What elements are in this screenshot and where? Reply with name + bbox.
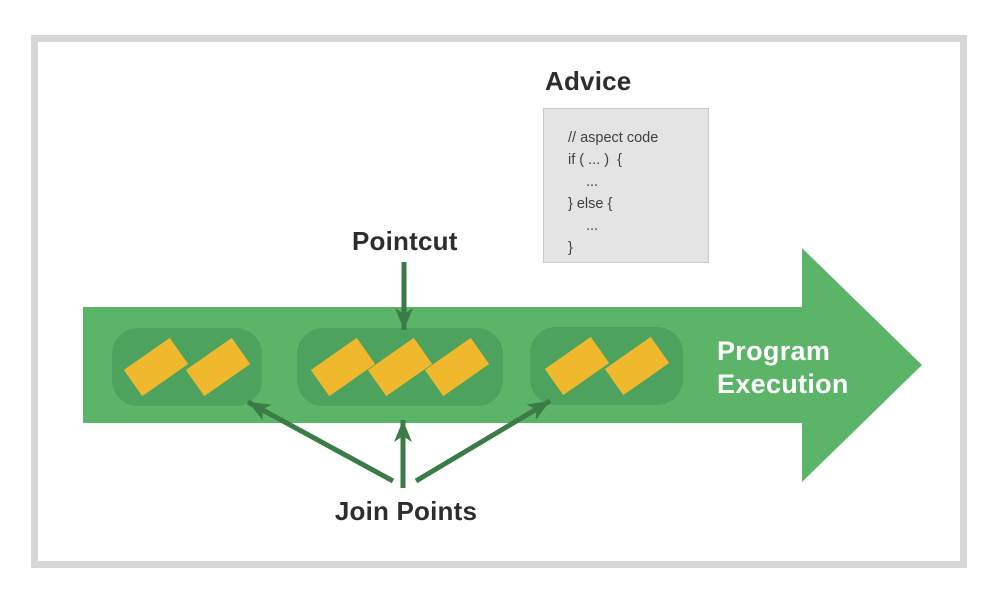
advice-code-line: ... [586,174,599,190]
program-execution-label: Program Execution [717,335,849,401]
advice-code-line: } else { [568,196,613,212]
advice-code-line: ... [586,218,599,234]
program-execution-line1: Program [717,336,831,366]
advice-code-line: } [568,240,573,256]
advice-title: Advice [545,66,632,96]
advice-code-line: // aspect code [568,130,659,146]
pointcut-label: Pointcut [352,226,458,256]
advice-code-box: // aspect code if ( ... ) { ... } else {… [543,108,709,263]
advice-code-line: if ( ... ) { [568,152,622,168]
join-points-label: Join Points [334,496,478,526]
program-execution-line2: Execution [717,369,849,399]
outer-frame [31,35,967,568]
